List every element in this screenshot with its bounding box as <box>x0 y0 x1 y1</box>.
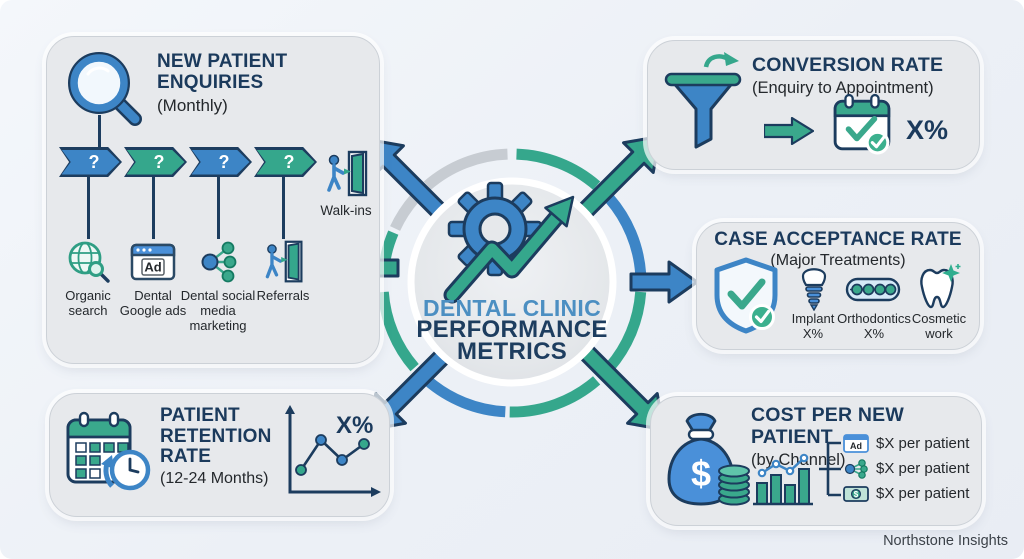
source-label: Dental Google ads <box>119 288 187 318</box>
panel-subtitle: (Major Treatments) <box>770 252 906 270</box>
ad-window-icon: Ad <box>130 243 176 281</box>
treatment-name: Orthodontics <box>837 311 911 326</box>
panel-title: COST PER NEW PATIENT <box>751 404 904 448</box>
share-network-icon <box>201 241 237 283</box>
treatment-label: Orthodontics X% <box>832 311 916 342</box>
ad-icon-text: Ad <box>144 260 161 275</box>
trend-arrow-icon <box>443 195 575 304</box>
hub-ring <box>377 148 647 418</box>
dollar-sign: $ <box>691 453 711 494</box>
treatment-name: Cosmetic work <box>911 311 967 341</box>
arrow-right-icon <box>764 117 814 145</box>
center-title-line2: PERFORMANCE <box>416 316 608 343</box>
treatment-name: Implant <box>791 311 835 326</box>
center-title-line1: DENTAL CLINIC <box>422 295 602 321</box>
shield-check-icon <box>714 257 778 334</box>
treatment-value: X% <box>802 325 824 341</box>
channel-row: $ $X per patient <box>843 481 977 506</box>
walk-ins-label: Walk-ins <box>320 203 372 218</box>
ad-window-icon: Ad <box>843 434 869 453</box>
globe-search-icon <box>68 241 110 283</box>
funnel-icon <box>664 52 742 149</box>
panel-new-patient-enquiries: NEW PATIENT ENQUIRIES (Monthly) ? ? ? ? … <box>46 36 380 364</box>
chevron-mark: ? <box>88 151 100 172</box>
cost-bar-chart <box>753 453 813 506</box>
channel-cost-label: $X per patient <box>876 460 970 477</box>
connector-line <box>87 177 90 239</box>
brand-credit: Northstone Insights <box>883 533 1008 549</box>
source-label: Dental social media marketing <box>180 288 256 333</box>
calendar-clock-icon <box>66 411 151 491</box>
conversion-value: X% <box>906 115 949 145</box>
chevron-step-2: ? <box>124 147 187 177</box>
chevron-mark: ? <box>218 151 230 172</box>
ad-icon-text: Ad <box>850 441 862 451</box>
channel-row: $X per patient <box>843 456 977 481</box>
orthodontics-braces-icon <box>845 277 901 302</box>
hub-arrows <box>330 134 699 432</box>
treatment-value: X% <box>863 325 885 341</box>
panel-cost-per-new-patient: $ COST PER NEW PATIENT (by Channel) <box>650 396 982 526</box>
chevron-step-4: ? <box>254 147 317 177</box>
gear-icon <box>447 181 543 277</box>
panel-title: PATIENT RETENTION RATE <box>160 405 272 468</box>
treatment-label: Implant X% <box>782 311 844 342</box>
retention-value: X% <box>336 412 374 439</box>
chevron-mark: ? <box>153 151 165 172</box>
walk-ins-icon <box>327 150 368 197</box>
retention-line-chart <box>285 405 381 497</box>
treatment-label: Cosmetic work <box>908 311 970 342</box>
channel-cost-label: $X per patient <box>876 435 970 452</box>
panel-subtitle: (Monthly) <box>157 95 228 115</box>
chevron-step-3: ? <box>189 147 252 177</box>
channel-row: Ad $X per patient <box>843 431 977 456</box>
panel-case-acceptance-rate: CASE ACCEPTANCE RATE (Major Treatments) <box>696 222 980 350</box>
connector-line <box>152 177 155 239</box>
connector-line <box>282 177 285 239</box>
implant-icon <box>801 268 827 311</box>
panel-patient-retention-rate: PATIENT RETENTION RATE (12-24 Months) X% <box>49 393 390 517</box>
magnifier-icon <box>68 52 142 126</box>
source-label: Referrals <box>256 288 310 303</box>
bracket-connector <box>819 441 841 497</box>
center-title: DENTAL CLINIC PERFORMANCE METRICS <box>402 295 622 365</box>
panel-conversion-rate: CONVERSION RATE (Enquiry to Appointment)… <box>647 40 980 170</box>
share-network-icon <box>844 458 868 479</box>
calendar-check-icon <box>833 93 891 155</box>
panel-title: CONVERSION RATE <box>752 54 944 76</box>
arrow-right <box>629 260 699 304</box>
dollar-sign: $ <box>854 490 859 499</box>
channel-cost-label: $X per patient <box>876 485 970 502</box>
cosmetic-tooth-icon <box>920 264 961 309</box>
panel-subtitle: (Enquiry to Appointment) <box>752 78 934 97</box>
panel-subtitle: (12-24 Months) <box>160 469 269 487</box>
panel-title: NEW PATIENT ENQUIRIES <box>157 51 288 94</box>
panel-title: CASE ACCEPTANCE RATE <box>714 229 962 250</box>
referral-person-door-icon <box>265 240 303 283</box>
connector-line <box>217 177 220 239</box>
chevron-mark: ? <box>283 151 295 172</box>
money-bag-icon: $ <box>667 412 750 506</box>
chevron-step-1: ? <box>59 147 122 177</box>
source-label: Organic search <box>65 288 111 318</box>
banknote-icon: $ <box>843 485 869 502</box>
center-title-line3: METRICS <box>456 338 568 365</box>
connector-line <box>98 115 101 148</box>
